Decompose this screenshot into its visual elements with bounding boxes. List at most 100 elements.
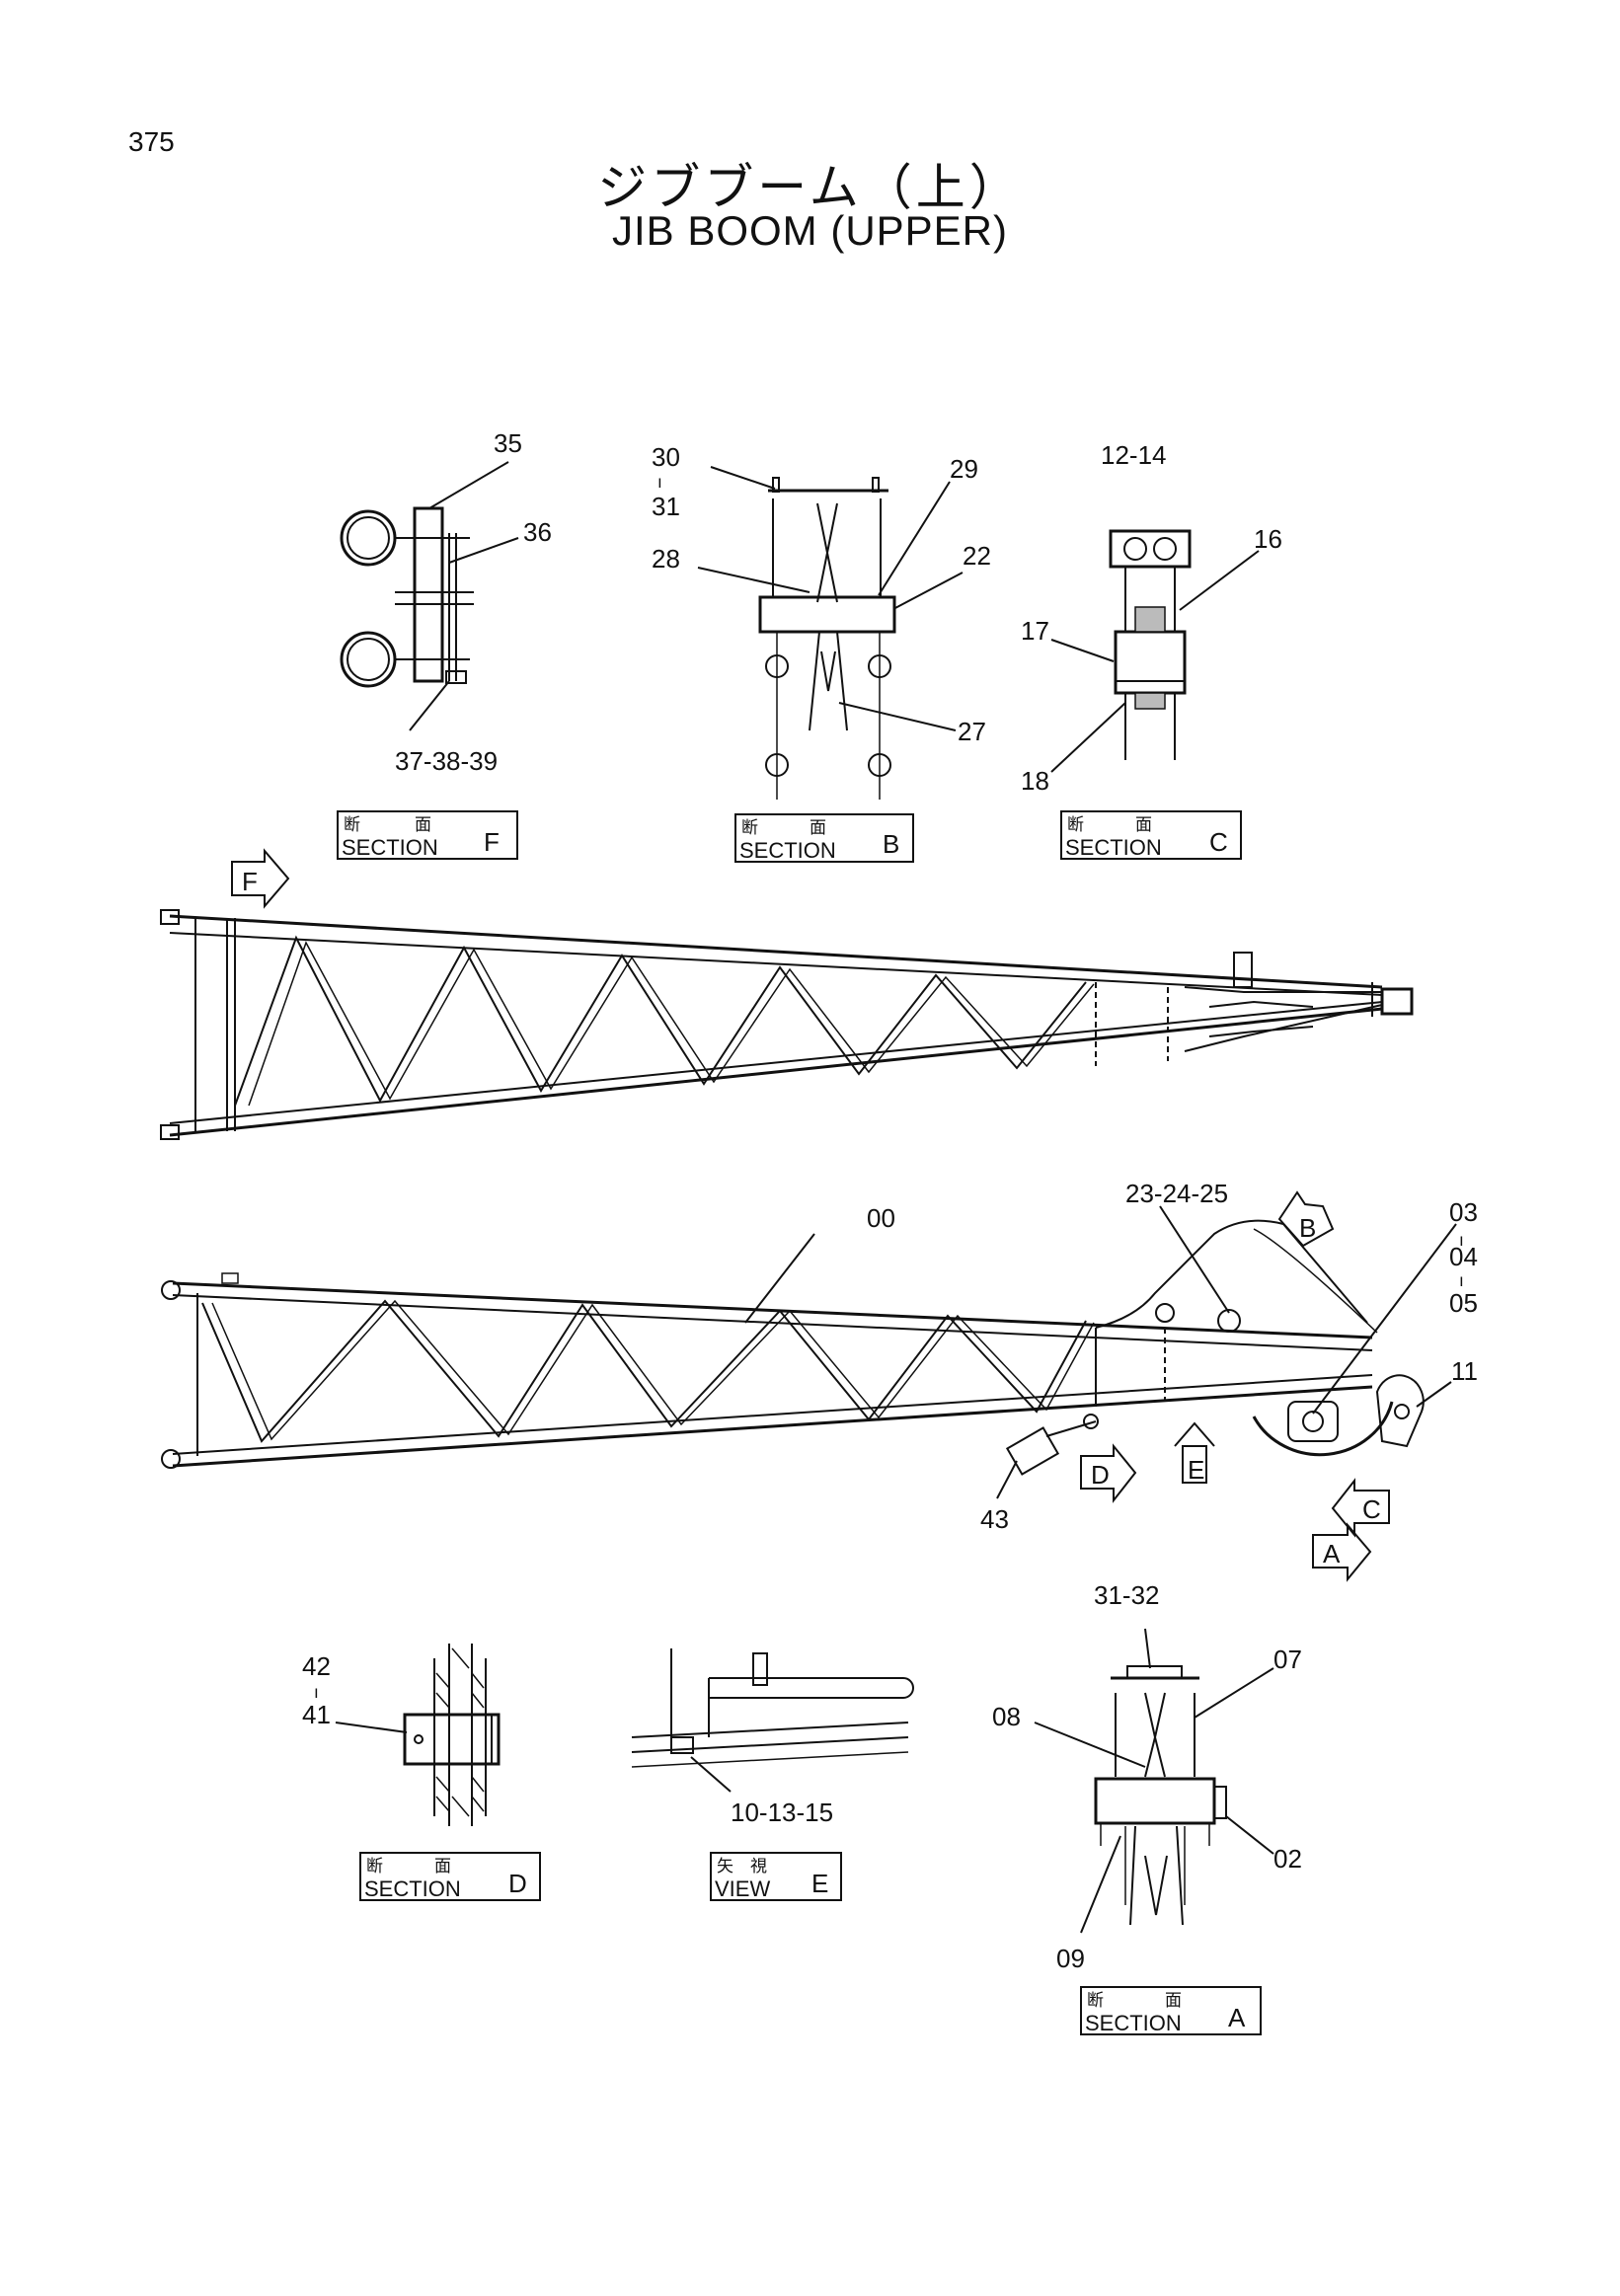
- callout-11: 11: [1451, 1356, 1478, 1386]
- callout-28: 28: [652, 544, 680, 574]
- svg-text:C: C: [1362, 1494, 1381, 1524]
- callout-36: 36: [523, 517, 552, 547]
- leader-10: [690, 1756, 732, 1793]
- view-arrow-c: C: [1331, 1478, 1390, 1538]
- svg-text:C: C: [1209, 827, 1228, 857]
- callout-02: 02: [1273, 1844, 1302, 1874]
- leader-09: [1080, 1835, 1121, 1934]
- leader-27: [838, 702, 957, 731]
- svg-text:SECTION: SECTION: [342, 835, 438, 860]
- leader-28: [697, 567, 810, 593]
- section-label-b: 断 面 SECTION B: [734, 813, 914, 863]
- section-f-detail: 35 36 37-38-39: [340, 428, 552, 776]
- callout-37-38-39: 37-38-39: [395, 746, 498, 776]
- svg-text:断: 断: [1087, 1991, 1104, 2011]
- svg-text:視: 視: [750, 1857, 767, 1876]
- leader-00: [744, 1233, 815, 1324]
- svg-text:A: A: [1323, 1539, 1341, 1569]
- leader-30: [710, 466, 776, 490]
- callout-30-dash: ı: [657, 473, 662, 493]
- view-arrow-e: E: [1174, 1421, 1215, 1485]
- svg-text:面: 面: [1135, 815, 1152, 835]
- callout-04: 04: [1449, 1242, 1478, 1271]
- svg-text:B: B: [1299, 1213, 1316, 1243]
- view-arrow-f: F: [231, 848, 290, 909]
- leader-17: [1050, 639, 1115, 662]
- boom-side-view: 00 23-24-25 03 04 ı ı 05 11 43: [161, 1179, 1478, 1534]
- view-label-e: 矢 視 VIEW E: [710, 1852, 842, 1901]
- view-arrow-d: D: [1080, 1443, 1137, 1503]
- leader-41: [335, 1722, 408, 1733]
- callout-41: 41: [302, 1700, 331, 1729]
- view-arrow-b: B: [1277, 1190, 1335, 1248]
- callout-43: 43: [980, 1504, 1009, 1534]
- leader-36: [448, 537, 519, 564]
- section-label-c: 断 面 SECTION C: [1060, 810, 1242, 860]
- section-d-detail: 42 ı 41: [302, 1644, 501, 1826]
- callout-09: 09: [1056, 1944, 1085, 1973]
- leader-18: [1050, 702, 1126, 773]
- svg-text:断: 断: [366, 1857, 383, 1876]
- callout-03: 03: [1449, 1197, 1478, 1227]
- svg-text:矢: 矢: [717, 1857, 733, 1876]
- callout-05: 05: [1449, 1288, 1478, 1318]
- svg-text:面: 面: [434, 1857, 451, 1876]
- svg-text:F: F: [242, 867, 258, 896]
- leader-07: [1194, 1667, 1274, 1719]
- callout-42-dash: ı: [314, 1683, 319, 1703]
- svg-text:D: D: [508, 1869, 527, 1898]
- svg-text:面: 面: [810, 818, 826, 838]
- svg-text:断: 断: [344, 815, 360, 835]
- svg-text:B: B: [883, 829, 899, 859]
- section-label-d: 断 面 SECTION D: [359, 1852, 541, 1901]
- view-arrow-a: A: [1312, 1522, 1372, 1582]
- svg-text:A: A: [1228, 2003, 1246, 2032]
- callout-27: 27: [958, 717, 986, 746]
- leader-16: [1179, 550, 1260, 611]
- leader-02: [1225, 1815, 1274, 1855]
- title-english: JIB BOOM (UPPER): [611, 207, 1009, 254]
- section-label-a: 断 面 SECTION A: [1080, 1986, 1262, 2035]
- callout-30: 30: [652, 442, 680, 472]
- view-e-detail: 10-13-15: [631, 1648, 914, 1827]
- leader-23: [1159, 1205, 1230, 1314]
- callout-22: 22: [963, 541, 991, 571]
- callout-12-14: 12-14: [1101, 440, 1167, 470]
- leader-08: [1034, 1722, 1146, 1768]
- callout-07: 07: [1273, 1645, 1302, 1674]
- leader-03: [1312, 1223, 1457, 1415]
- leader-35: [428, 461, 509, 509]
- boom-top-view: [160, 909, 1414, 1140]
- svg-text:面: 面: [1165, 1991, 1182, 2011]
- leader-11: [1416, 1381, 1452, 1408]
- callout-31: 31: [652, 492, 680, 521]
- svg-text:VIEW: VIEW: [715, 1876, 770, 1901]
- callout-42: 42: [302, 1651, 331, 1681]
- section-a-detail: 31-32 07 08 02 09: [992, 1580, 1302, 1973]
- leader-43: [996, 1460, 1018, 1499]
- callout-29: 29: [950, 454, 978, 484]
- leader-22: [892, 572, 964, 610]
- title-japanese: ジブブーム（上）: [597, 159, 1023, 216]
- callout-16: 16: [1254, 524, 1282, 554]
- page-number: 375: [128, 126, 175, 157]
- leader-29: [878, 481, 951, 596]
- callout-18: 18: [1021, 766, 1049, 796]
- svg-text:F: F: [484, 827, 500, 857]
- svg-text:SECTION: SECTION: [1085, 2011, 1182, 2035]
- svg-text:面: 面: [415, 815, 431, 835]
- svg-text:SECTION: SECTION: [1065, 835, 1162, 860]
- leader-37: [409, 680, 450, 731]
- leader-31: [1144, 1628, 1151, 1669]
- section-label-f: 断 面 SECTION F: [337, 810, 518, 860]
- section-c-detail: 12-14 16 17 18: [1021, 440, 1282, 796]
- callout-03-dash: ı: [1459, 1231, 1464, 1251]
- svg-text:断: 断: [1067, 815, 1084, 835]
- callout-04-dash: ı: [1459, 1271, 1464, 1291]
- callout-35: 35: [494, 428, 522, 458]
- svg-text:断: 断: [741, 818, 758, 838]
- callout-31-32: 31-32: [1094, 1580, 1160, 1610]
- callout-17: 17: [1021, 616, 1049, 646]
- svg-text:E: E: [1188, 1455, 1204, 1485]
